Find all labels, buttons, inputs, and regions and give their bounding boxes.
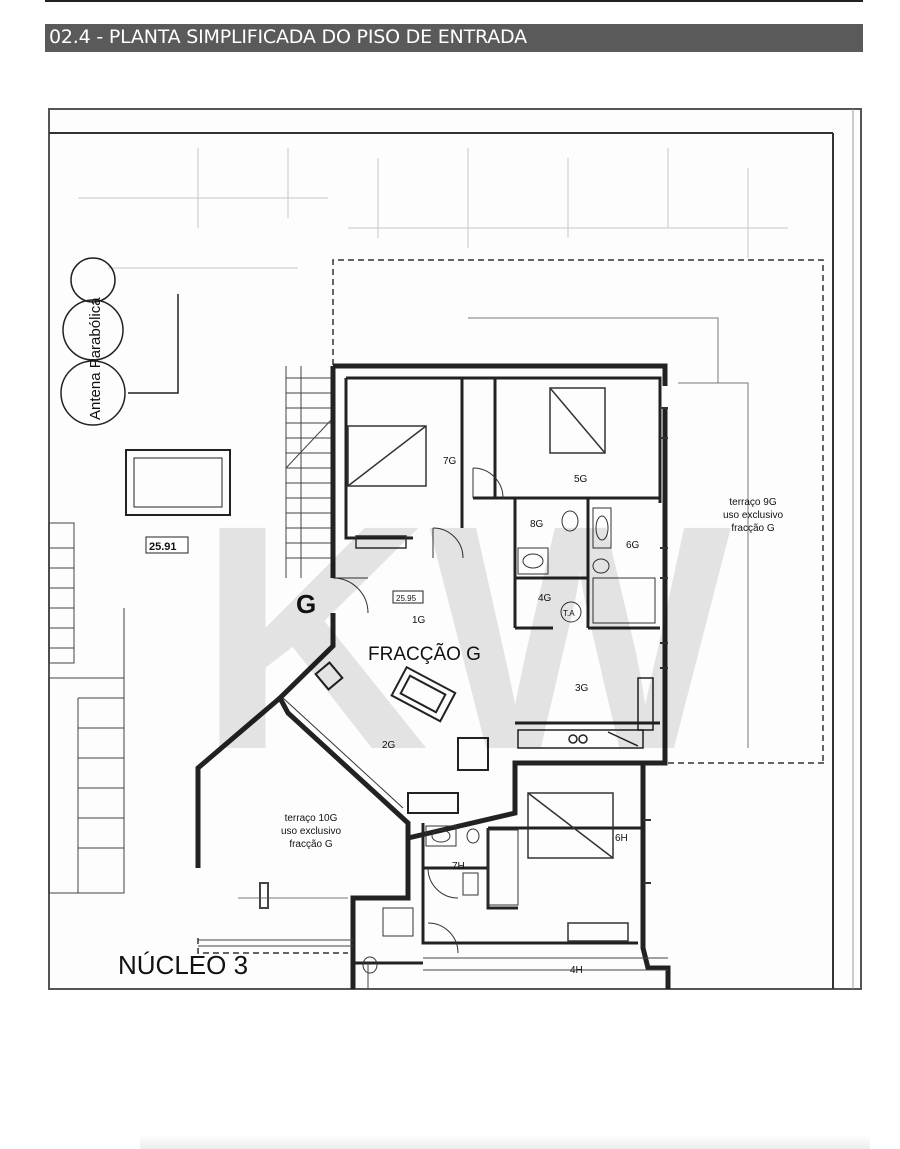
room-2g: 2G <box>382 740 396 751</box>
fraction-title: FRACÇÃO G <box>368 643 481 665</box>
living-furniture <box>314 661 489 814</box>
watermark: KW <box>198 458 734 816</box>
top-rule <box>45 0 863 2</box>
floor-plan-drawing: Antena Parabólica 25.91 <box>48 108 862 990</box>
room-7h: 7H <box>452 861 465 872</box>
section-title: 02.4 - PLANTA SIMPLIFICADA DO PISO DE EN… <box>49 26 527 48</box>
left-stairs <box>48 522 125 894</box>
room-1g: 1G <box>412 615 426 626</box>
entry-stairs <box>285 366 334 578</box>
terrace-boundary <box>197 259 828 954</box>
skylight <box>125 449 231 516</box>
terrace-10g-line1: terraço 10G <box>285 813 338 824</box>
antenna-symbol <box>60 257 179 426</box>
level-mark: 25.91 <box>149 541 177 553</box>
kitchen <box>517 677 654 749</box>
bathroom-fixtures <box>362 507 656 974</box>
room-4h: 4H <box>570 965 583 976</box>
floor-plan: Antena Parabólica 25.91 <box>48 108 862 990</box>
terrace-10g-line3: fracção G <box>289 839 333 850</box>
terrace-inner-lines <box>238 317 749 899</box>
entrance-letter: G <box>296 589 316 619</box>
terrace-9g-line2: uso exclusivo <box>723 510 783 521</box>
core-label: NÚCLEO 3 <box>118 950 248 980</box>
room-5g: 5G <box>574 474 588 485</box>
room-8g: 8G <box>530 519 544 530</box>
scan-edge <box>140 1135 870 1149</box>
terrace-9g-line1: terraço 9G <box>729 497 776 508</box>
terrace-10g-line2: uso exclusivo <box>281 826 341 837</box>
interior-walls <box>344 376 662 965</box>
level-mark-2: 25.95 <box>396 594 417 603</box>
room-3g: 3G <box>575 683 589 694</box>
water-tank-label: T.A <box>563 609 575 618</box>
bottom-band <box>198 882 668 989</box>
door-swings <box>332 467 504 954</box>
windows <box>282 407 668 884</box>
room-6h: 6H <box>615 833 628 844</box>
room-4g: 4G <box>538 593 552 604</box>
section-header: 02.4 - PLANTA SIMPLIFICADA DO PISO DE EN… <box>45 24 863 52</box>
antenna-label: Antena Parabólica <box>87 297 104 420</box>
room-7g: 7G <box>443 456 457 467</box>
room-6g: 6G <box>626 540 640 551</box>
terrace-9g-line3: fracção G <box>731 523 775 534</box>
beds <box>347 387 629 942</box>
scan-noise <box>78 148 788 269</box>
